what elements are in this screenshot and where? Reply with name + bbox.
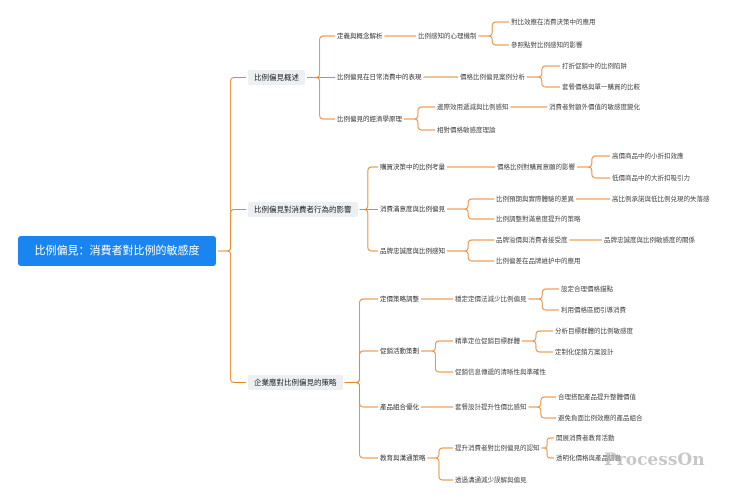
- node-price-range[interactable]: 利用價格區間引導消費: [561, 306, 626, 314]
- node-definition[interactable]: 定義與概念解析: [337, 32, 383, 40]
- node-economic-principle[interactable]: 比例偏見的經濟學原理: [337, 115, 402, 123]
- node-transparency[interactable]: 透明化價格與產品信息: [556, 454, 621, 462]
- node-satisfaction-strategy[interactable]: 比例調整對滿意度提升的策略: [496, 215, 581, 223]
- node-expectation-gap[interactable]: 比例預期與實際體驗的差異: [496, 195, 574, 203]
- node-communication[interactable]: 透過溝通減少誤解與偏見: [455, 476, 527, 484]
- node-brand-loyalty[interactable]: 品牌忠誠度與比例感知: [380, 247, 445, 255]
- node-brand-premium[interactable]: 品牌溢價與消費者接受度: [496, 236, 568, 244]
- node-daily-performance[interactable]: 比例偏見在日常消費中的表現: [337, 73, 422, 81]
- node-extra-value[interactable]: 消費者對額外價值的敏感度變化: [549, 103, 640, 111]
- node-group-sensitivity[interactable]: 分析目標群體的比例敏感度: [555, 327, 633, 335]
- node-promise-loss[interactable]: 高比例承諾與低比例兑現的失落感: [612, 195, 710, 203]
- node-contrast-effect[interactable]: 對比效應在消費決策中的應用: [511, 18, 596, 26]
- root-node[interactable]: 比例偏見：消費者對比例的敏感度: [18, 236, 216, 266]
- node-custom-promotion[interactable]: 定制化促銷方案設計: [555, 348, 614, 356]
- node-relative-price[interactable]: 相對價格敏感度理論: [437, 126, 496, 134]
- node-perception-mechanism[interactable]: 比例感知的心理機制: [418, 32, 477, 40]
- node-promotion-clarity[interactable]: 促銷信息傳遞的清晰性與準確性: [455, 368, 546, 376]
- branch-strategy[interactable]: 企業應對比例偏見的策略: [248, 375, 343, 390]
- node-bundle-design[interactable]: 套餐設計提升性價比感知: [455, 403, 527, 411]
- node-brand-maintenance[interactable]: 比例偏差在品牌維护中的應用: [496, 257, 581, 265]
- node-price-case[interactable]: 價格比例偏見案例分析: [460, 73, 525, 81]
- node-education-activity[interactable]: 開展消費者教育活動: [556, 434, 615, 442]
- node-high-price-small-discount[interactable]: 高價商品中的小折扣效應: [612, 152, 684, 160]
- node-loyalty-sensitivity[interactable]: 品牌忠誠度與比例敏感度的關係: [604, 236, 695, 244]
- node-low-price-big-discount[interactable]: 低價商品中的大折扣吸引力: [612, 174, 690, 182]
- node-awareness[interactable]: 提升消費者對比例偏見的認知: [455, 444, 540, 452]
- node-marginal-utility[interactable]: 邊際效用遞減與比例感知: [437, 103, 509, 111]
- node-promotion-planning[interactable]: 促銷活動策劃: [380, 347, 419, 355]
- node-discount-trap[interactable]: 打折促銷中的比例陷阱: [562, 62, 627, 70]
- node-satisfaction[interactable]: 消費滿意度與比例偏見: [380, 205, 445, 213]
- node-reasonable-bundle[interactable]: 合理搭配產品提升整體價值: [558, 393, 636, 401]
- node-bundle-compare[interactable]: 套餐價格與單一購買的比較: [562, 83, 640, 91]
- node-willingness[interactable]: 價格比例對購買意願的影響: [497, 163, 575, 171]
- node-target-group[interactable]: 精準定位促銷目標群體: [455, 337, 520, 345]
- node-product-mix[interactable]: 產品組合優化: [380, 403, 419, 411]
- branch-behavior[interactable]: 比例偏見對消費者行為的影響: [248, 202, 358, 217]
- node-avoid-negative[interactable]: 避免負面比例效應的產品組合: [558, 414, 643, 422]
- node-education[interactable]: 教育與溝通策略: [380, 454, 426, 462]
- node-pricing-adjust[interactable]: 定價策略調整: [380, 295, 419, 303]
- node-reference-point[interactable]: 參照點對比例感知的影響: [511, 41, 583, 49]
- node-purchase-decision[interactable]: 購買決策中的比例考量: [380, 163, 445, 171]
- branch-overview[interactable]: 比例偏見概述: [248, 70, 305, 85]
- processon-watermark: ProcessOn: [604, 450, 705, 470]
- node-anchor-price[interactable]: 設定合理價格錨點: [561, 285, 613, 293]
- node-stable-pricing[interactable]: 穩定定價法減少比例偏見: [455, 295, 527, 303]
